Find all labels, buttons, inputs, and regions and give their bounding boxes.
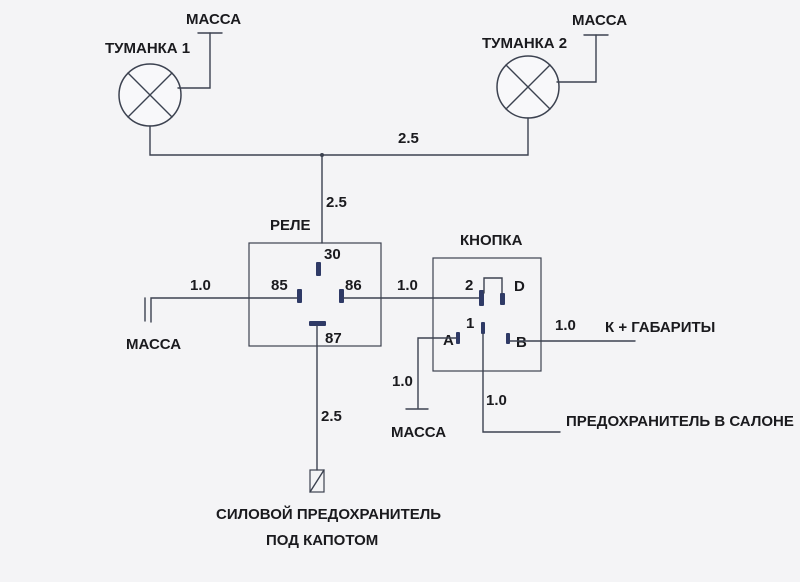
relay-87-gauge: 2.5: [321, 408, 342, 425]
ground-label-button: МАССА: [391, 424, 446, 441]
relay-pin-30: [316, 262, 321, 276]
fog-lamp-1: [118, 63, 182, 127]
power-fuse-label-line2: ПОД КАПОТОМ: [266, 532, 378, 549]
side-lights-gauge: 1.0: [555, 317, 576, 334]
power-fuse-icon: [309, 469, 325, 493]
fog-lamp-1-label: ТУМАНКА 1: [105, 40, 190, 57]
cabin-fuse-gauge: 1.0: [486, 392, 507, 409]
ground-label-relay: МАССА: [126, 336, 181, 353]
lamp-bus-gauge: 2.5: [398, 130, 419, 147]
button-title: КНОПКА: [460, 232, 523, 249]
side-lights-label: К + ГАБАРИТЫ: [605, 319, 715, 336]
relay-pin-86: [339, 289, 344, 303]
button-ground-wire: [417, 337, 457, 409]
button-pin-B-label: B: [516, 334, 527, 351]
button-pin-B: [506, 333, 510, 344]
button-pin-2-label: 2: [465, 277, 473, 294]
button-pin-D: [500, 293, 505, 305]
fog-lamp-2: [496, 55, 560, 119]
relay-title: РЕЛЕ: [270, 217, 311, 234]
cabin-fuse-wire: [482, 333, 561, 433]
ground-label-lamp-1: МАССА: [186, 11, 241, 28]
relay-pin-85: [297, 289, 302, 303]
button-pin-1-label: 1: [466, 315, 474, 332]
button-pin-1: [481, 322, 485, 334]
relay-pin-30-label: 30: [324, 246, 341, 263]
relay-86-gauge: 1.0: [397, 277, 418, 294]
power-fuse-label-line1: СИЛОВОЙ ПРЕДОХРАНИТЕЛЬ: [216, 505, 441, 523]
button-2-D-bridge: [483, 277, 503, 294]
button-pin-A: [456, 332, 460, 344]
button-pin-2: [479, 290, 484, 306]
relay-pin-85-label: 85: [271, 277, 288, 294]
relay-85-ground-wire: [150, 297, 298, 323]
button-box: [432, 257, 542, 372]
button-ground-gauge: 1.0: [392, 373, 413, 390]
fog-lamp-2-ground-wire: [556, 34, 597, 83]
fog-lamp-2-label: ТУМАНКА 2: [482, 35, 567, 52]
relay-pin-87-label: 87: [325, 330, 342, 347]
button-pin-A-label: A: [443, 332, 454, 349]
fog-lamp-1-ground-wire: [177, 32, 211, 89]
relay-pin-87: [309, 321, 326, 326]
button-pin-D-label: D: [514, 278, 525, 295]
relay-pin-86-label: 86: [345, 277, 362, 294]
relay-85-gauge: 1.0: [190, 277, 211, 294]
relay-30-gauge: 2.5: [326, 194, 347, 211]
ground-label-lamp-2: МАССА: [572, 12, 627, 29]
relay-box: [248, 242, 382, 347]
lamp-bus-wire: [149, 117, 529, 156]
cabin-fuse-label: ПРЕДОХРАНИТЕЛЬ В САЛОНЕ: [566, 413, 794, 430]
